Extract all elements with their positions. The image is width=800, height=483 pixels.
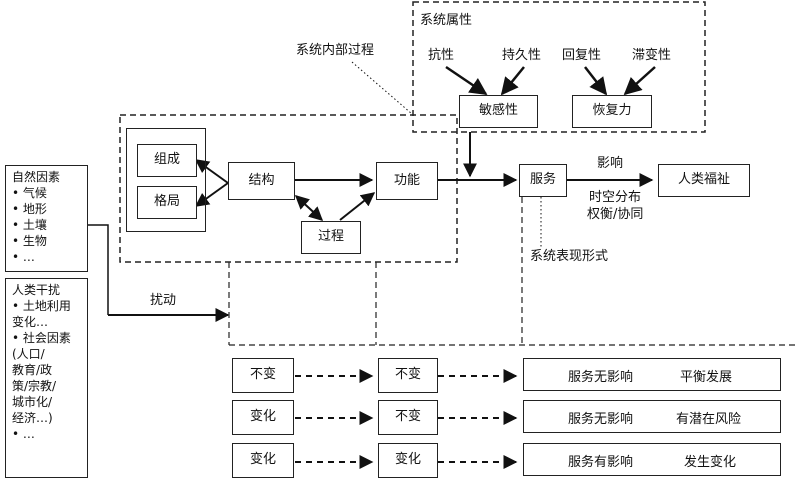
pattern-box: 格局 — [137, 186, 197, 219]
natural-factor-item: • 生物 — [12, 234, 47, 248]
scenario-3-service: 服务有影响 — [568, 455, 634, 470]
scenario-2-outcome: 服务无影响 有潜在风险 — [523, 400, 781, 433]
natural-factor-item: • 地形 — [12, 202, 47, 216]
scenario-1-structure: 不变 — [232, 358, 294, 393]
attribute-resilience: 回复性 — [562, 48, 602, 63]
attribute-resistance: 抗性 — [428, 48, 455, 63]
system-attributes-frame — [412, 1, 706, 133]
attribute-persistence: 持久性 — [502, 48, 542, 63]
human-interference-item: (人口/ — [12, 347, 45, 361]
natural-factor-item: • 土壤 — [12, 218, 47, 232]
tradeoff-synergy-label: 权衡/协同 — [587, 207, 644, 222]
human-welfare-box: 人类福祉 — [658, 164, 750, 197]
recovery-box: 恢复力 — [572, 95, 652, 128]
natural-factor-item: • … — [12, 250, 35, 264]
scenario-3-structure: 变化 — [232, 443, 294, 478]
service-box: 服务 — [519, 164, 567, 197]
disturbance-label: 扰动 — [150, 293, 177, 308]
sensitivity-box: 敏感性 — [459, 95, 538, 128]
scenario-1-function: 不变 — [378, 358, 438, 393]
composition-pattern-group — [126, 128, 206, 232]
influence-label: 影响 — [597, 156, 624, 171]
natural-factor-item: • 气候 — [12, 186, 47, 200]
system-expression-label: 系统表现形式 — [530, 249, 609, 264]
scenario-1-outcome: 服务无影响 平衡发展 — [523, 358, 781, 391]
human-interference-item: • … — [12, 427, 35, 441]
human-interference-item: 变化… — [12, 315, 49, 329]
internal-process-label: 系统内部过程 — [296, 43, 375, 58]
scenario-2-service: 服务无影响 — [568, 412, 634, 427]
scenario-2-function: 不变 — [378, 400, 438, 435]
scenario-2-structure: 变化 — [232, 400, 294, 435]
human-interference-item: • 社会因素 — [12, 331, 71, 345]
human-interference-item: 城市化/ — [12, 395, 53, 409]
human-interference-item: 教育/政 — [12, 363, 53, 377]
human-interference-box: 人类干扰 • 土地利用 变化… • 社会因素 (人口/ 教育/政 策/宗教/ 城… — [5, 278, 88, 478]
natural-factors-title: 自然因素 — [12, 170, 61, 184]
human-interference-item: 策/宗教/ — [12, 379, 57, 393]
scenario-1-result: 平衡发展 — [680, 370, 733, 385]
process-box: 过程 — [301, 221, 361, 254]
attribute-hysteresis: 滞变性 — [632, 48, 672, 63]
scenario-3-function: 变化 — [378, 443, 438, 478]
human-interference-item: • 土地利用 — [12, 299, 71, 313]
internal-process-frame — [119, 114, 458, 263]
system-attributes-title: 系统属性 — [420, 13, 473, 28]
scenario-3-result: 发生变化 — [684, 455, 737, 470]
human-interference-title: 人类干扰 — [12, 283, 61, 297]
human-interference-item: 经济…) — [12, 411, 53, 425]
scenario-2-result: 有潜在风险 — [676, 412, 742, 427]
function-box: 功能 — [376, 162, 438, 200]
scenario-1-service: 服务无影响 — [568, 370, 634, 385]
spatiotemporal-label: 时空分布 — [589, 190, 642, 205]
structure-box: 结构 — [228, 162, 295, 200]
natural-factors-box: 自然因素 • 气候 • 地形 • 土壤 • 生物 • … — [5, 165, 88, 272]
scenario-3-outcome: 服务有影响 发生变化 — [523, 443, 781, 476]
composition-box: 组成 — [137, 144, 197, 177]
